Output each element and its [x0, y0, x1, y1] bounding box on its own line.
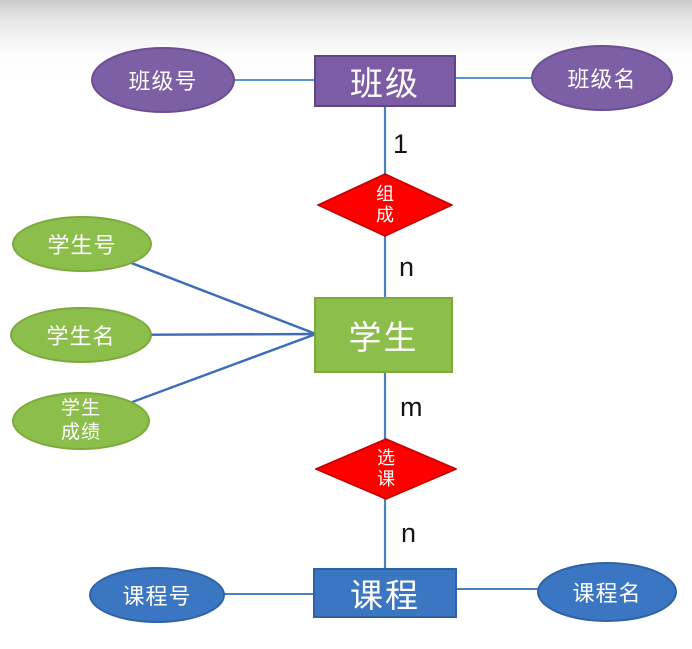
attribute-student-name-label: 学生名: [46, 324, 116, 349]
relationship-select-course-label: 选 课: [315, 438, 457, 500]
cardinality-compose-bottom: n: [399, 252, 415, 282]
attribute-class-name: 班级名: [531, 45, 673, 111]
relationship-compose-char2: 成: [376, 205, 394, 225]
attribute-student-id: 学生号: [12, 216, 152, 272]
cardinality-compose-top: 1: [393, 129, 409, 159]
attribute-student-id-label: 学生号: [47, 233, 117, 258]
attribute-class-name-label: 班级名: [567, 67, 637, 92]
relationship-compose-label: 组 成: [317, 173, 453, 237]
attribute-course-id-label: 课程号: [122, 584, 192, 609]
attribute-course-name: 课程名: [537, 562, 677, 622]
attribute-student-grade: 学生 成绩: [12, 392, 150, 450]
entity-course-label: 课程: [350, 577, 420, 614]
attribute-class-id-label: 班级号: [128, 69, 198, 94]
relationship-select-course-diamond-shape: [315, 438, 457, 500]
entity-class-label: 班级: [350, 65, 420, 102]
relationship-compose: 组 成: [317, 173, 453, 237]
entity-course: 课程: [313, 568, 457, 618]
cardinality-select-top: m: [400, 392, 423, 422]
attribute-student-name: 学生名: [10, 307, 152, 363]
attribute-course-id: 课程号: [89, 567, 225, 623]
entity-student-label: 学生: [348, 319, 419, 356]
attribute-class-id: 班级号: [91, 47, 235, 113]
relationship-compose-diamond-shape: [317, 173, 453, 237]
attribute-student-grade-line1: 学生: [60, 398, 101, 420]
relationship-select-course-char1: 选: [377, 448, 395, 469]
entity-student: 学生: [314, 297, 453, 373]
entity-class: 班级: [314, 55, 456, 107]
relationship-select-course: 选 课: [315, 438, 457, 500]
relationship-compose-char1: 组: [376, 184, 394, 205]
attribute-student-grade-line2: 成绩: [60, 422, 101, 443]
relationship-select-course-char2: 课: [377, 469, 395, 489]
attribute-course-name-label: 课程名: [572, 581, 642, 606]
cardinality-select-bottom: n: [401, 518, 417, 548]
attribute-student-grade-label: 学生 成绩: [61, 397, 101, 445]
